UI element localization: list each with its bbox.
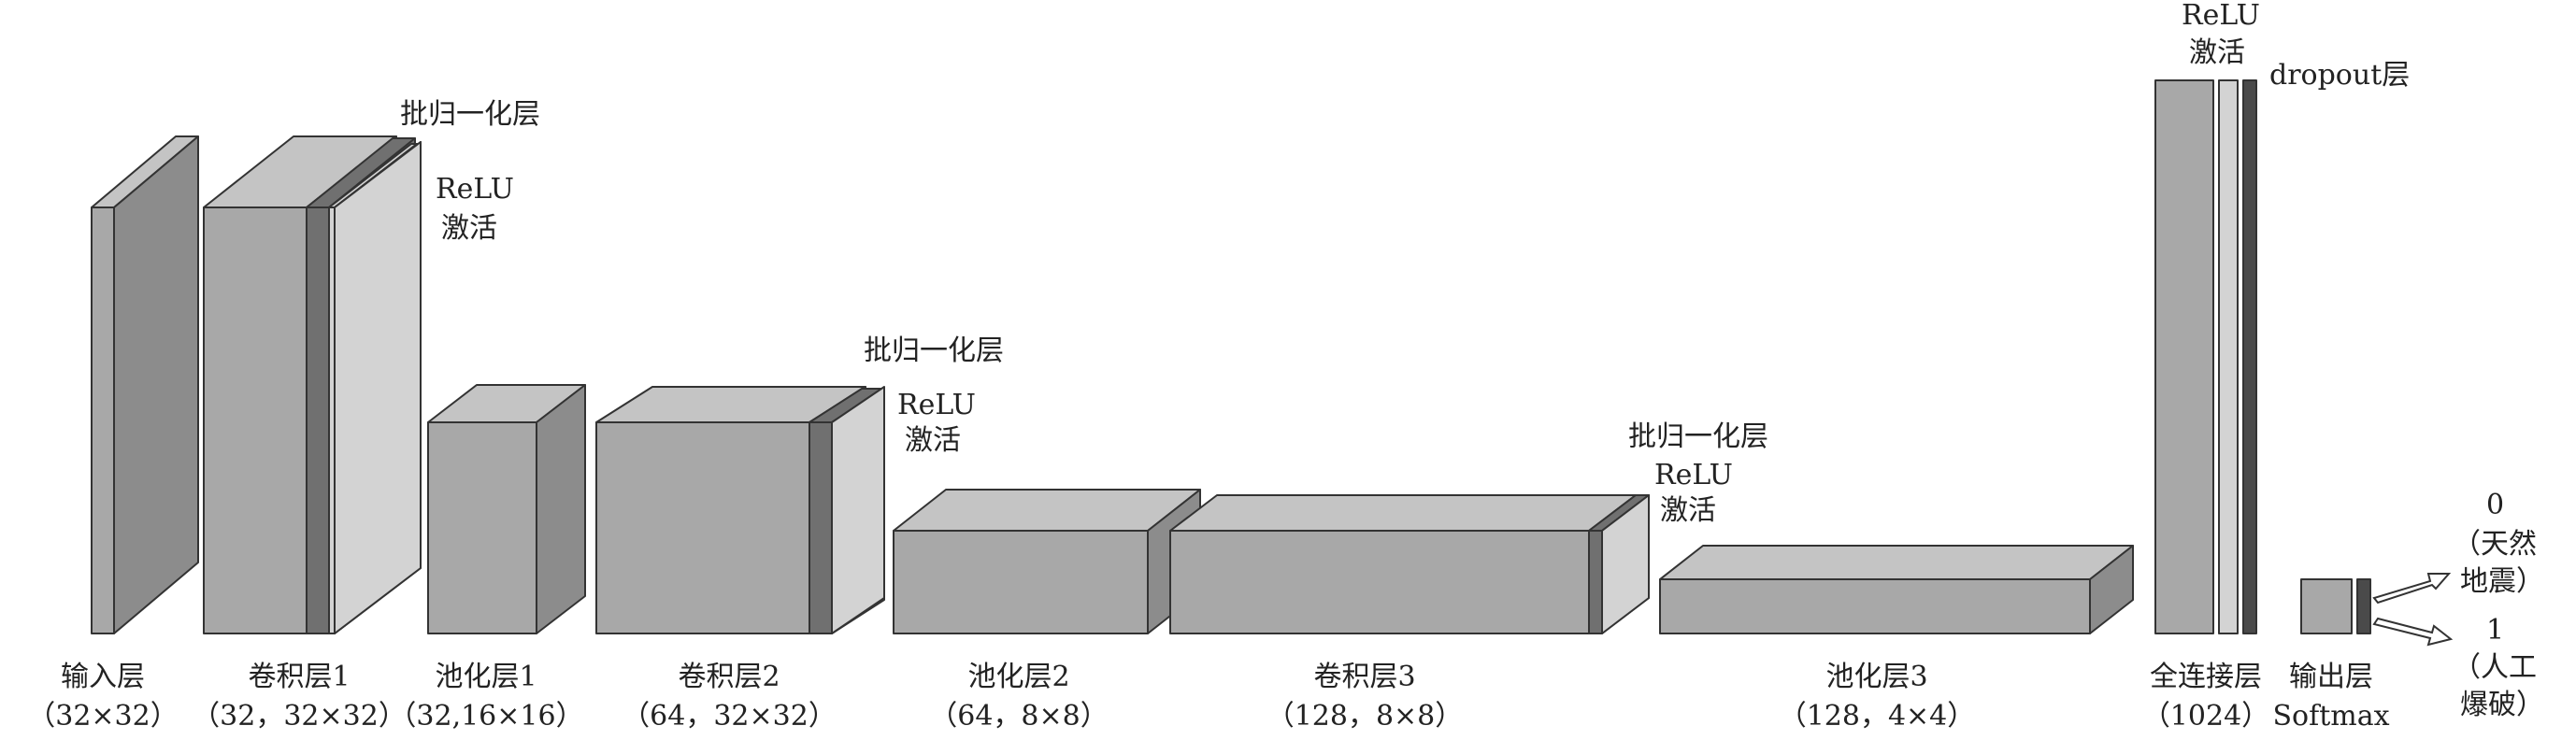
layer-name-conv3: 卷积层3 [1313, 661, 1415, 693]
output-edge-block [2356, 578, 2371, 634]
pool1-block-side [536, 384, 586, 634]
layer-shape-fc: （1024） [2142, 700, 2269, 733]
relu-label-fc-line1: ReLU [2182, 0, 2260, 32]
bn-label-conv3: 批归一化层 [1628, 420, 1768, 453]
layer-shape-pool1: （32,16×16） [388, 700, 583, 733]
conv2-batchnorm-block-front [809, 421, 833, 634]
output-block [2300, 578, 2353, 634]
bn-label-conv2: 批归一化层 [864, 334, 1004, 367]
conv3-block-top [1169, 494, 1637, 532]
conv2-block-front [595, 421, 810, 634]
relu-label-conv3-line2: 激活 [1660, 494, 1716, 527]
conv3-relu-block [1601, 494, 1650, 634]
output-class-0-line2: 地震） [2460, 565, 2544, 598]
output-class-1-line2: 爆破） [2460, 689, 2544, 721]
layer-shape-pool3: （128，4×4） [1779, 700, 1976, 733]
layer-shape-output: Softmax [2272, 700, 2389, 733]
conv3-batchnorm-block-front [1588, 530, 1603, 634]
layer-name-input: 输入层 [61, 661, 145, 693]
conv2-relu-block [831, 386, 885, 634]
fc-relu-block [2218, 79, 2239, 634]
layer-shape-pool2: （64，8×8） [929, 700, 1108, 733]
input-layer-block-side [113, 135, 199, 634]
layer-shape-conv1: （32，32×32） [192, 700, 407, 733]
layer-name-pool2: 池化层2 [967, 661, 1069, 693]
pool1-block-front [427, 421, 537, 634]
conv1-batchnorm-block-front [306, 206, 330, 634]
relu-label-conv2-line2: 激活 [905, 424, 961, 457]
pool3-block-top [1659, 545, 2134, 580]
layer-name-fc: 全连接层 [2150, 661, 2262, 693]
layer-name-conv1: 卷积层1 [248, 661, 350, 693]
layer-name-conv2: 卷积层2 [678, 661, 780, 693]
conv3-block-front [1169, 530, 1590, 634]
relu-label-conv1-line1: ReLU [436, 173, 514, 206]
relu-label-conv1-line2: 激活 [441, 212, 497, 245]
output-class-1-value: 1 [2486, 614, 2504, 647]
fc-block [2154, 79, 2214, 634]
layer-name-pool3: 池化层3 [1825, 661, 1927, 693]
output-class-0-value: 0 [2486, 489, 2504, 521]
pool3-block-front [1659, 578, 2091, 634]
layer-name-pool1: 池化层1 [435, 661, 537, 693]
output-class-0-line1: （天然 [2453, 528, 2537, 561]
layer-shape-input: （32×32） [27, 700, 178, 733]
output-arrow-1 [2372, 617, 2454, 647]
conv1-block-front [203, 206, 308, 634]
layer-blocks [91, 79, 2371, 634]
relu-label-conv2-line1: ReLU [897, 389, 976, 421]
input-layer-block-front [91, 206, 115, 634]
conv1-relu-block [334, 141, 422, 634]
pool2-block-front [893, 530, 1149, 634]
output-class-1-line1: （人工 [2453, 651, 2537, 684]
layer-name-output: 输出层 [2289, 661, 2373, 693]
relu-label-fc-line2: 激活 [2189, 36, 2245, 69]
fc-dropout-block [2242, 79, 2257, 634]
output-arrow-0 [2372, 573, 2452, 605]
dropout-label: dropout层 [2269, 59, 2410, 92]
relu-label-conv3-line1: ReLU [1654, 459, 1733, 491]
layer-shape-conv3: （128，8×8） [1267, 700, 1464, 733]
bn-label-conv1: 批归一化层 [400, 98, 540, 131]
layer-shape-conv2: （64，32×32） [622, 700, 837, 733]
